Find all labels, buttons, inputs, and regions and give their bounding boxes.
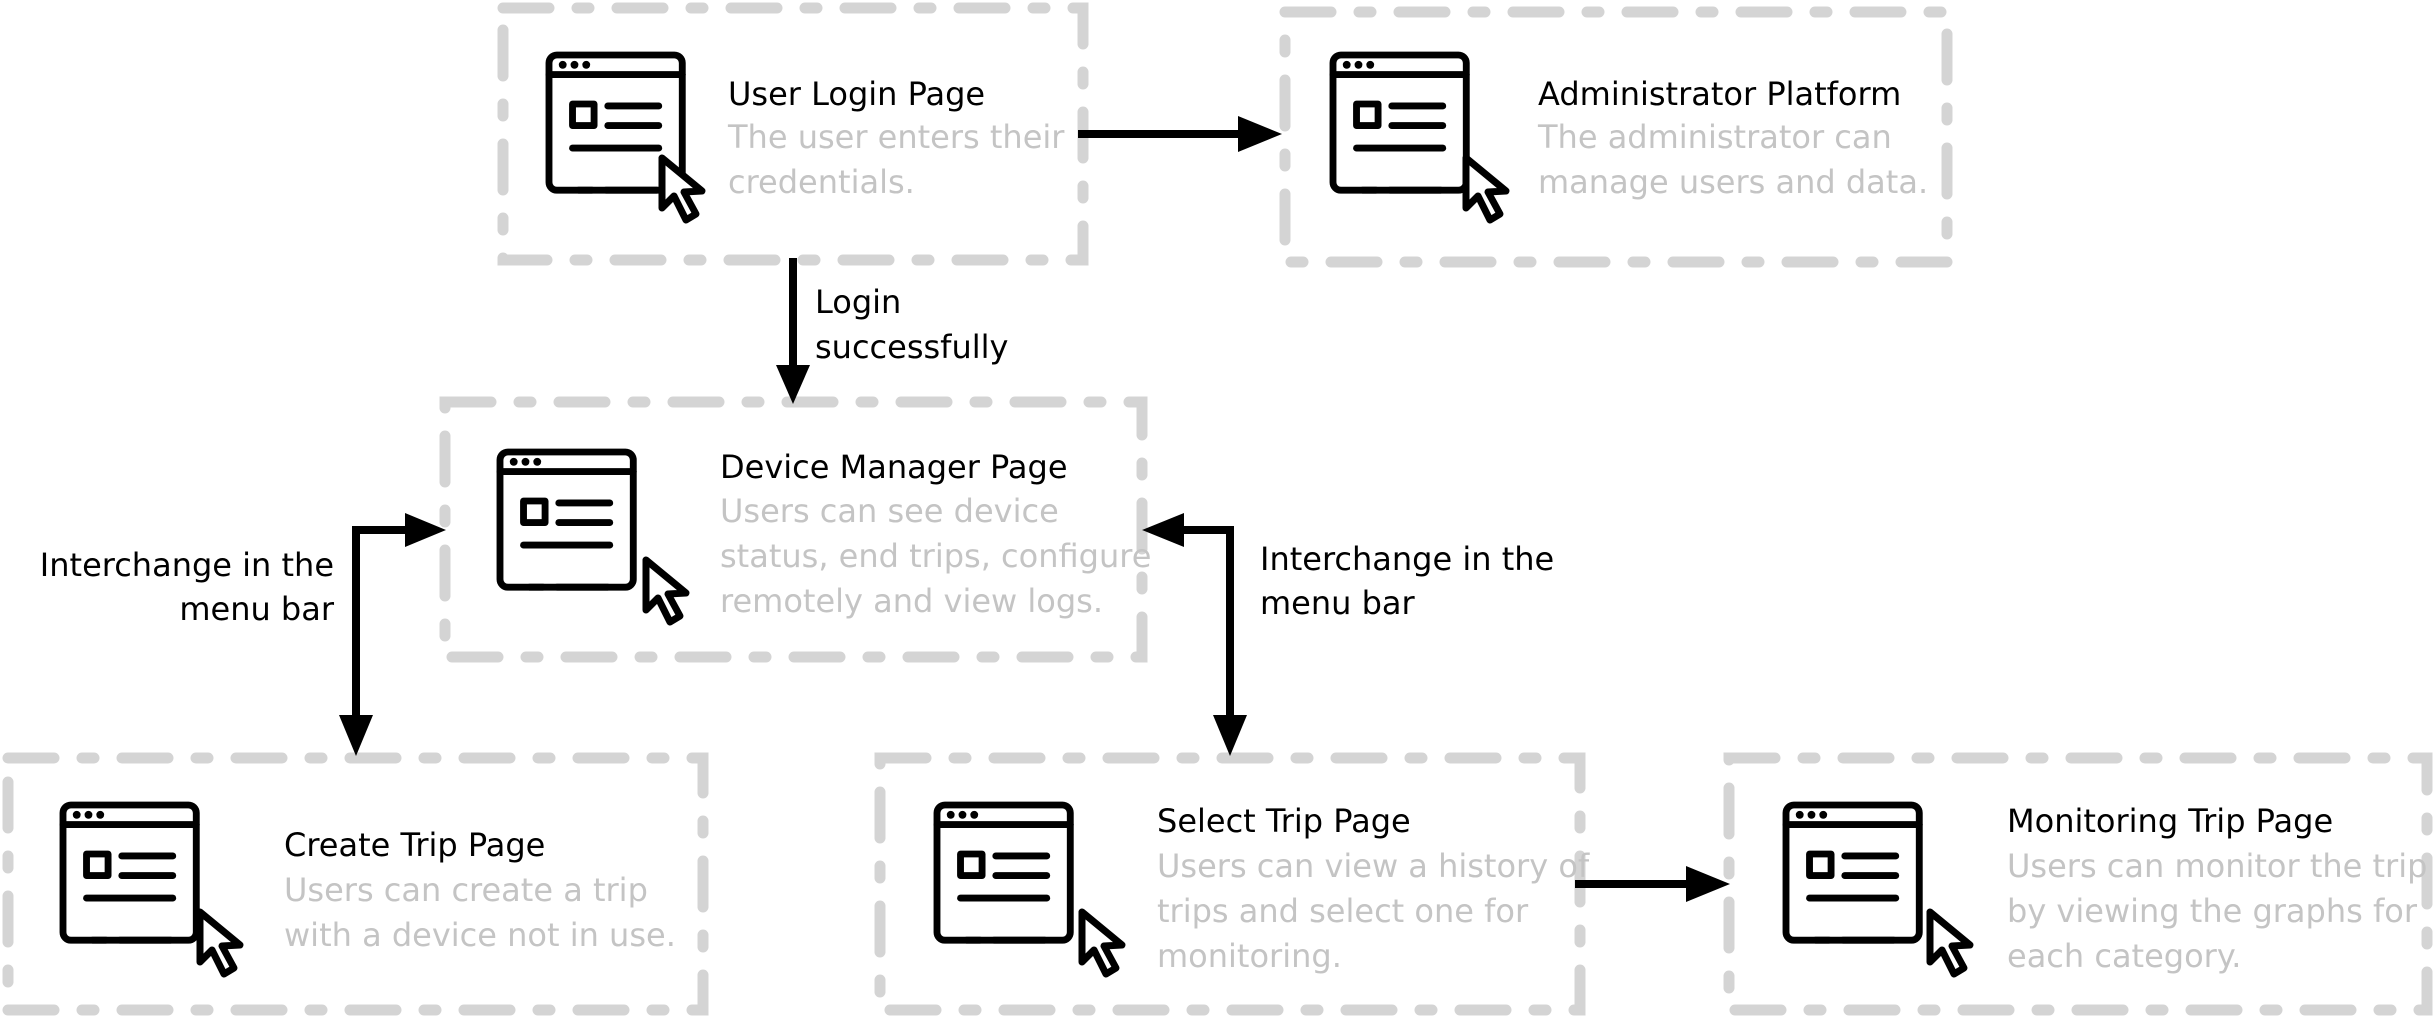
cursor-icon	[1926, 908, 1974, 978]
node-desc-line: manage users and data.	[1538, 163, 1928, 201]
edge-login-to-admin	[1078, 116, 1282, 152]
webpage-cursor-icon	[1786, 805, 1919, 940]
edge-label: Login	[815, 283, 901, 321]
arrowhead	[405, 513, 446, 547]
frame-create-trip	[2, 752, 709, 1016]
node-desc-line: credentials.	[728, 163, 915, 201]
node-desc-line: each category.	[2007, 937, 2241, 975]
edge-label: Interchange in the	[40, 546, 334, 584]
cursor-icon	[1462, 154, 1510, 224]
node-desc-line: by viewing the graphs for	[2007, 892, 2418, 930]
arrowhead	[1142, 513, 1184, 547]
webpage-cursor-icon	[937, 805, 1070, 940]
edge-label: Interchange in the	[1260, 540, 1554, 578]
edge-label: menu bar	[1260, 584, 1416, 622]
node-desc-line: Users can create a trip	[284, 871, 648, 909]
node-title: Monitoring Trip Page	[2007, 802, 2333, 840]
arrowhead	[339, 715, 373, 756]
arrowhead	[776, 365, 810, 404]
webpage-cursor-icon	[549, 55, 682, 190]
node-admin-platform: Administrator Platform The administrator…	[1333, 55, 1928, 224]
arrowhead	[1686, 866, 1730, 902]
edge-label: successfully	[815, 328, 1008, 366]
cursor-icon	[1078, 908, 1126, 978]
node-desc-line: Users can see device	[720, 492, 1059, 530]
node-title: Create Trip Page	[284, 826, 545, 864]
node-device-manager: Device Manager Page Users can see device…	[500, 448, 1151, 626]
node-desc-line: Users can monitor the trip	[2007, 847, 2427, 885]
node-desc-line: Users can view a history of	[1157, 847, 1590, 885]
node-desc-line: trips and select one for	[1157, 892, 1529, 930]
node-monitoring-trip: Monitoring Trip Page Users can monitor t…	[1786, 802, 2427, 978]
node-desc-line: remotely and view logs.	[720, 582, 1103, 620]
node-user-login: User Login Page The user enters their cr…	[549, 55, 1065, 224]
cursor-icon	[642, 556, 690, 626]
node-title: Administrator Platform	[1538, 75, 1901, 113]
webpage-cursor-icon	[63, 805, 196, 940]
node-title: Select Trip Page	[1157, 802, 1411, 840]
cursor-icon	[196, 908, 244, 978]
edge-login-to-device-manager: Login successfully	[776, 258, 1008, 404]
edge-device-create-bidirectional: Interchange in the menu bar	[40, 513, 446, 756]
arrowhead	[1238, 116, 1282, 152]
webpage-cursor-icon	[500, 452, 633, 587]
frame-monitoring-trip	[1723, 752, 2433, 1016]
node-desc-line: status, end trips, configure	[720, 537, 1151, 575]
node-title: User Login Page	[728, 75, 985, 113]
node-desc-line: The user enters their	[727, 118, 1065, 156]
edge-device-select-bidirectional: Interchange in the menu bar	[1142, 513, 1554, 756]
edge-label: menu bar	[179, 590, 335, 628]
node-create-trip: Create Trip Page Users can create a trip…	[63, 805, 676, 978]
edge-select-to-monitoring	[1575, 866, 1730, 902]
cursor-icon	[658, 154, 706, 224]
node-desc-line: The administrator can	[1537, 118, 1892, 156]
webpage-cursor-icon	[1333, 55, 1466, 190]
node-title: Device Manager Page	[720, 448, 1068, 486]
node-desc-line: with a device not in use.	[284, 916, 676, 954]
node-desc-line: monitoring.	[1157, 937, 1342, 975]
node-select-trip: Select Trip Page Users can view a histor…	[937, 802, 1590, 978]
arrowhead	[1213, 715, 1247, 756]
